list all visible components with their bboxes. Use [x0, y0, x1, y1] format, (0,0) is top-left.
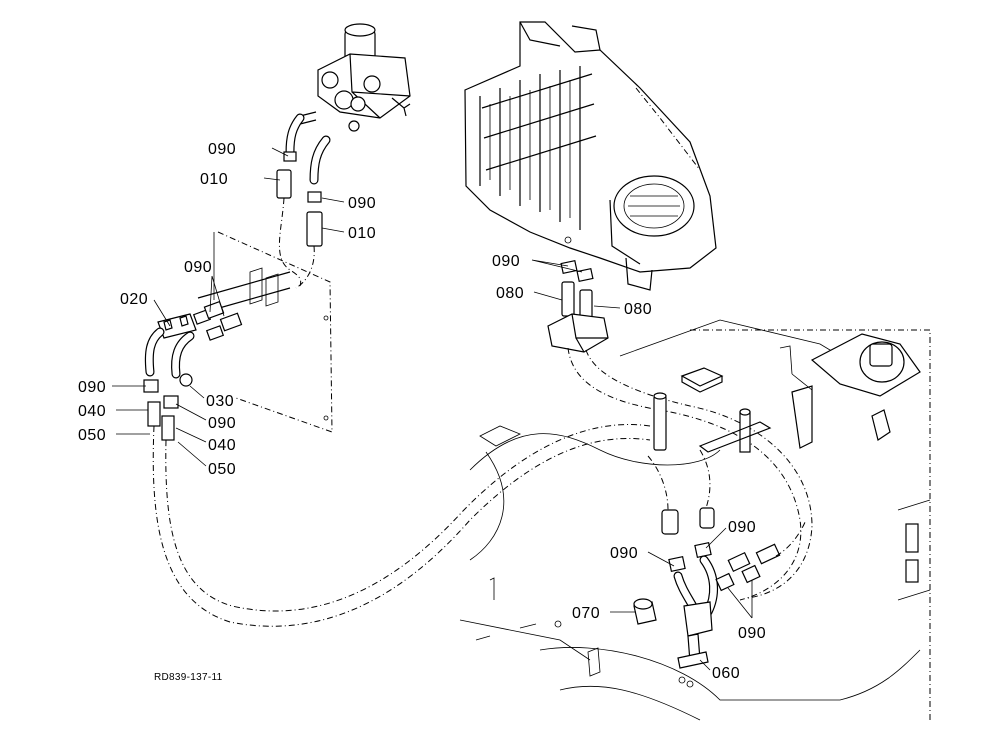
heater-unit: [464, 21, 717, 291]
callout-080: 080: [496, 285, 524, 302]
heater-bracket: [197, 231, 333, 433]
pipe-fitting-020: [144, 300, 243, 387]
callout-070: 070: [572, 605, 600, 622]
callout-090: 090: [348, 195, 376, 212]
drawing-code: RD839-137-11: [154, 672, 223, 683]
hose-010-left: [276, 113, 305, 287]
callout-090: 090: [78, 379, 106, 396]
callout-labels: 090 010 090 010 090 020 090 030 040 090 …: [78, 141, 766, 682]
cabin-floor-structure: [459, 319, 931, 721]
callout-010: 010: [348, 225, 376, 242]
callout-020: 020: [120, 291, 148, 308]
lower-connector-assembly: [633, 449, 807, 688]
hose-050-left-assembly: [143, 379, 651, 627]
callout-090: 090: [610, 545, 638, 562]
callout-050: 050: [78, 427, 106, 444]
callout-010: 010: [200, 171, 228, 188]
hose-010-right: [295, 135, 331, 289]
callout-060: 060: [712, 665, 740, 682]
hose-080-assembly: [547, 259, 813, 601]
callout-090: 090: [184, 259, 212, 276]
callout-090: 090: [728, 519, 756, 536]
callout-050: 050: [208, 461, 236, 478]
callout-090: 090: [208, 415, 236, 432]
callout-030: 030: [206, 393, 234, 410]
water-valve: [299, 23, 411, 132]
callout-090: 090: [492, 253, 520, 270]
callout-040: 040: [208, 437, 236, 454]
leader-lines: [112, 147, 753, 671]
callout-090: 090: [738, 625, 766, 642]
callout-090: 090: [208, 141, 236, 158]
callout-040: 040: [78, 403, 106, 420]
callout-080: 080: [624, 301, 652, 318]
